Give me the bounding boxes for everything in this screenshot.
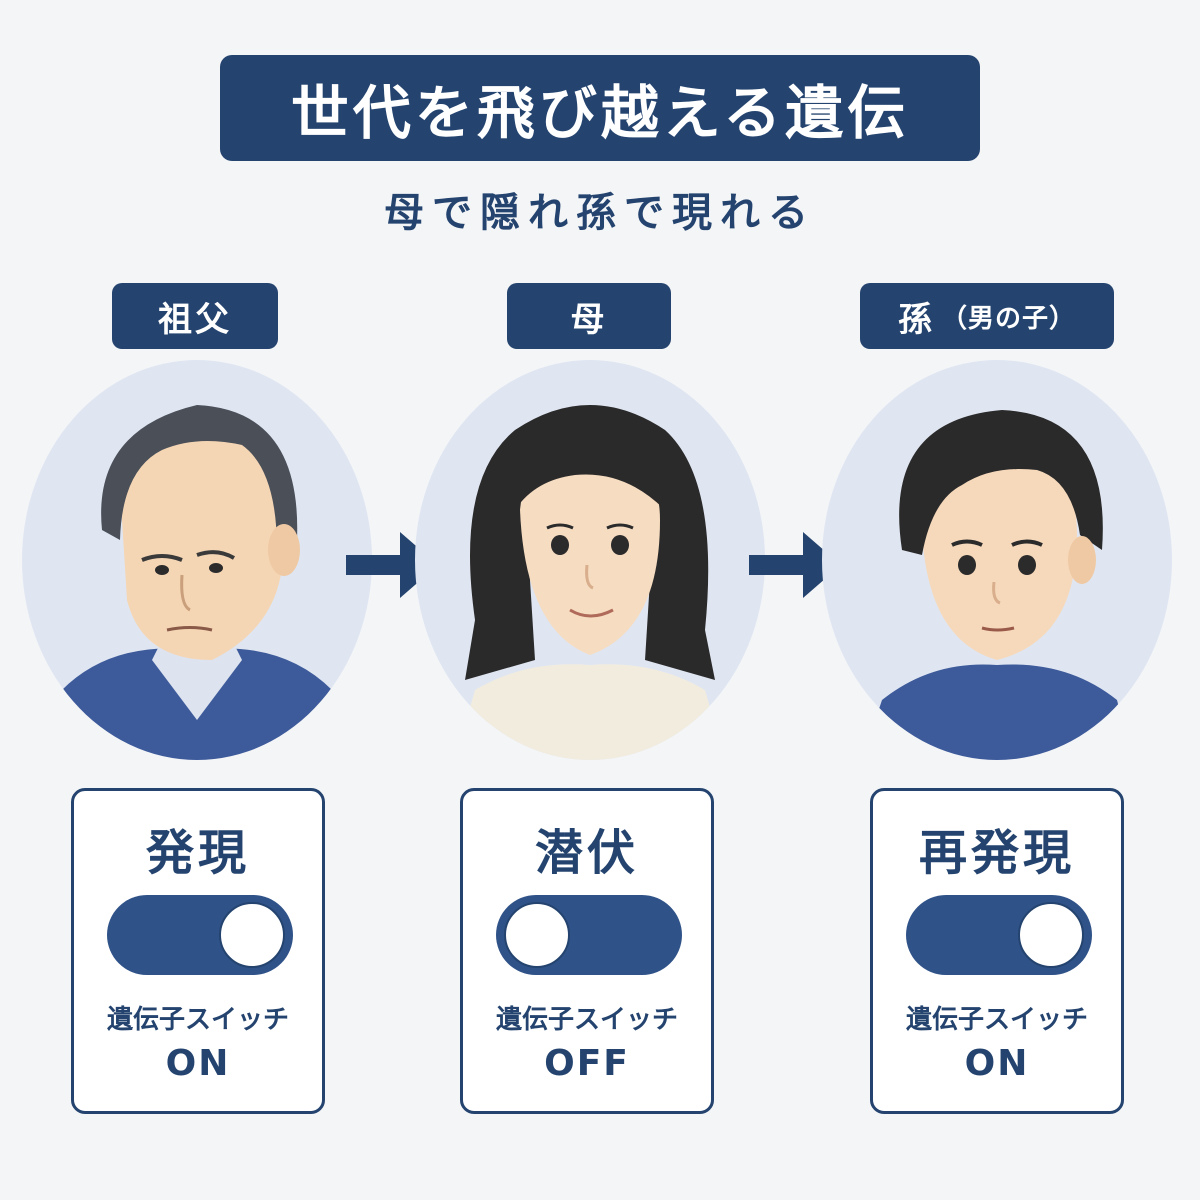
label-text: 母 (570, 299, 608, 340)
grandfather-card: 発現 遺伝子スイッチ ON (71, 788, 325, 1114)
mother-card: 潜伏 遺伝子スイッチ OFF (460, 788, 714, 1114)
toggle-switch-icon (906, 895, 1092, 975)
label-grandson: 孫（男の子） (860, 283, 1114, 349)
page-title: 世代を飛び越える遺伝 (290, 79, 910, 147)
right-arrow-icon (745, 528, 845, 602)
state-text: 再発現 (918, 825, 1075, 881)
switch-caption: 遺伝子スイッチ (495, 1005, 678, 1035)
page-subtitle: 母で隠れ孫で現れる (384, 190, 816, 236)
grandson-illustration (862, 410, 1132, 760)
label-note: （男の子） (940, 303, 1076, 334)
title-banner: 世代を飛び越える遺伝 (220, 55, 980, 161)
toggle-switch-icon (496, 895, 682, 975)
switch-caption: 遺伝子スイッチ (905, 1005, 1088, 1035)
toggle-knob (504, 902, 570, 968)
switch-value: ON (165, 1043, 231, 1084)
toggle-switch-icon (107, 895, 293, 975)
grandson-card: 再発現 遺伝子スイッチ ON (870, 788, 1124, 1114)
grandson-portrait (822, 360, 1172, 760)
grandfather-portrait (22, 360, 372, 760)
switch-caption: 遺伝子スイッチ (106, 1005, 289, 1035)
label-text: 孫 (897, 299, 935, 340)
mother-portrait (415, 360, 765, 760)
grandfather-illustration (42, 405, 352, 760)
toggle-knob (1018, 902, 1084, 968)
label-mother: 母 (507, 283, 671, 349)
mother-illustration (455, 405, 725, 760)
label-grandfather: 祖父 (112, 283, 278, 349)
switch-value: ON (964, 1043, 1030, 1084)
state-text: 発現 (145, 825, 250, 881)
toggle-knob (219, 902, 285, 968)
switch-value: OFF (544, 1043, 630, 1084)
label-text: 祖父 (158, 299, 232, 340)
state-text: 潜伏 (534, 825, 639, 881)
